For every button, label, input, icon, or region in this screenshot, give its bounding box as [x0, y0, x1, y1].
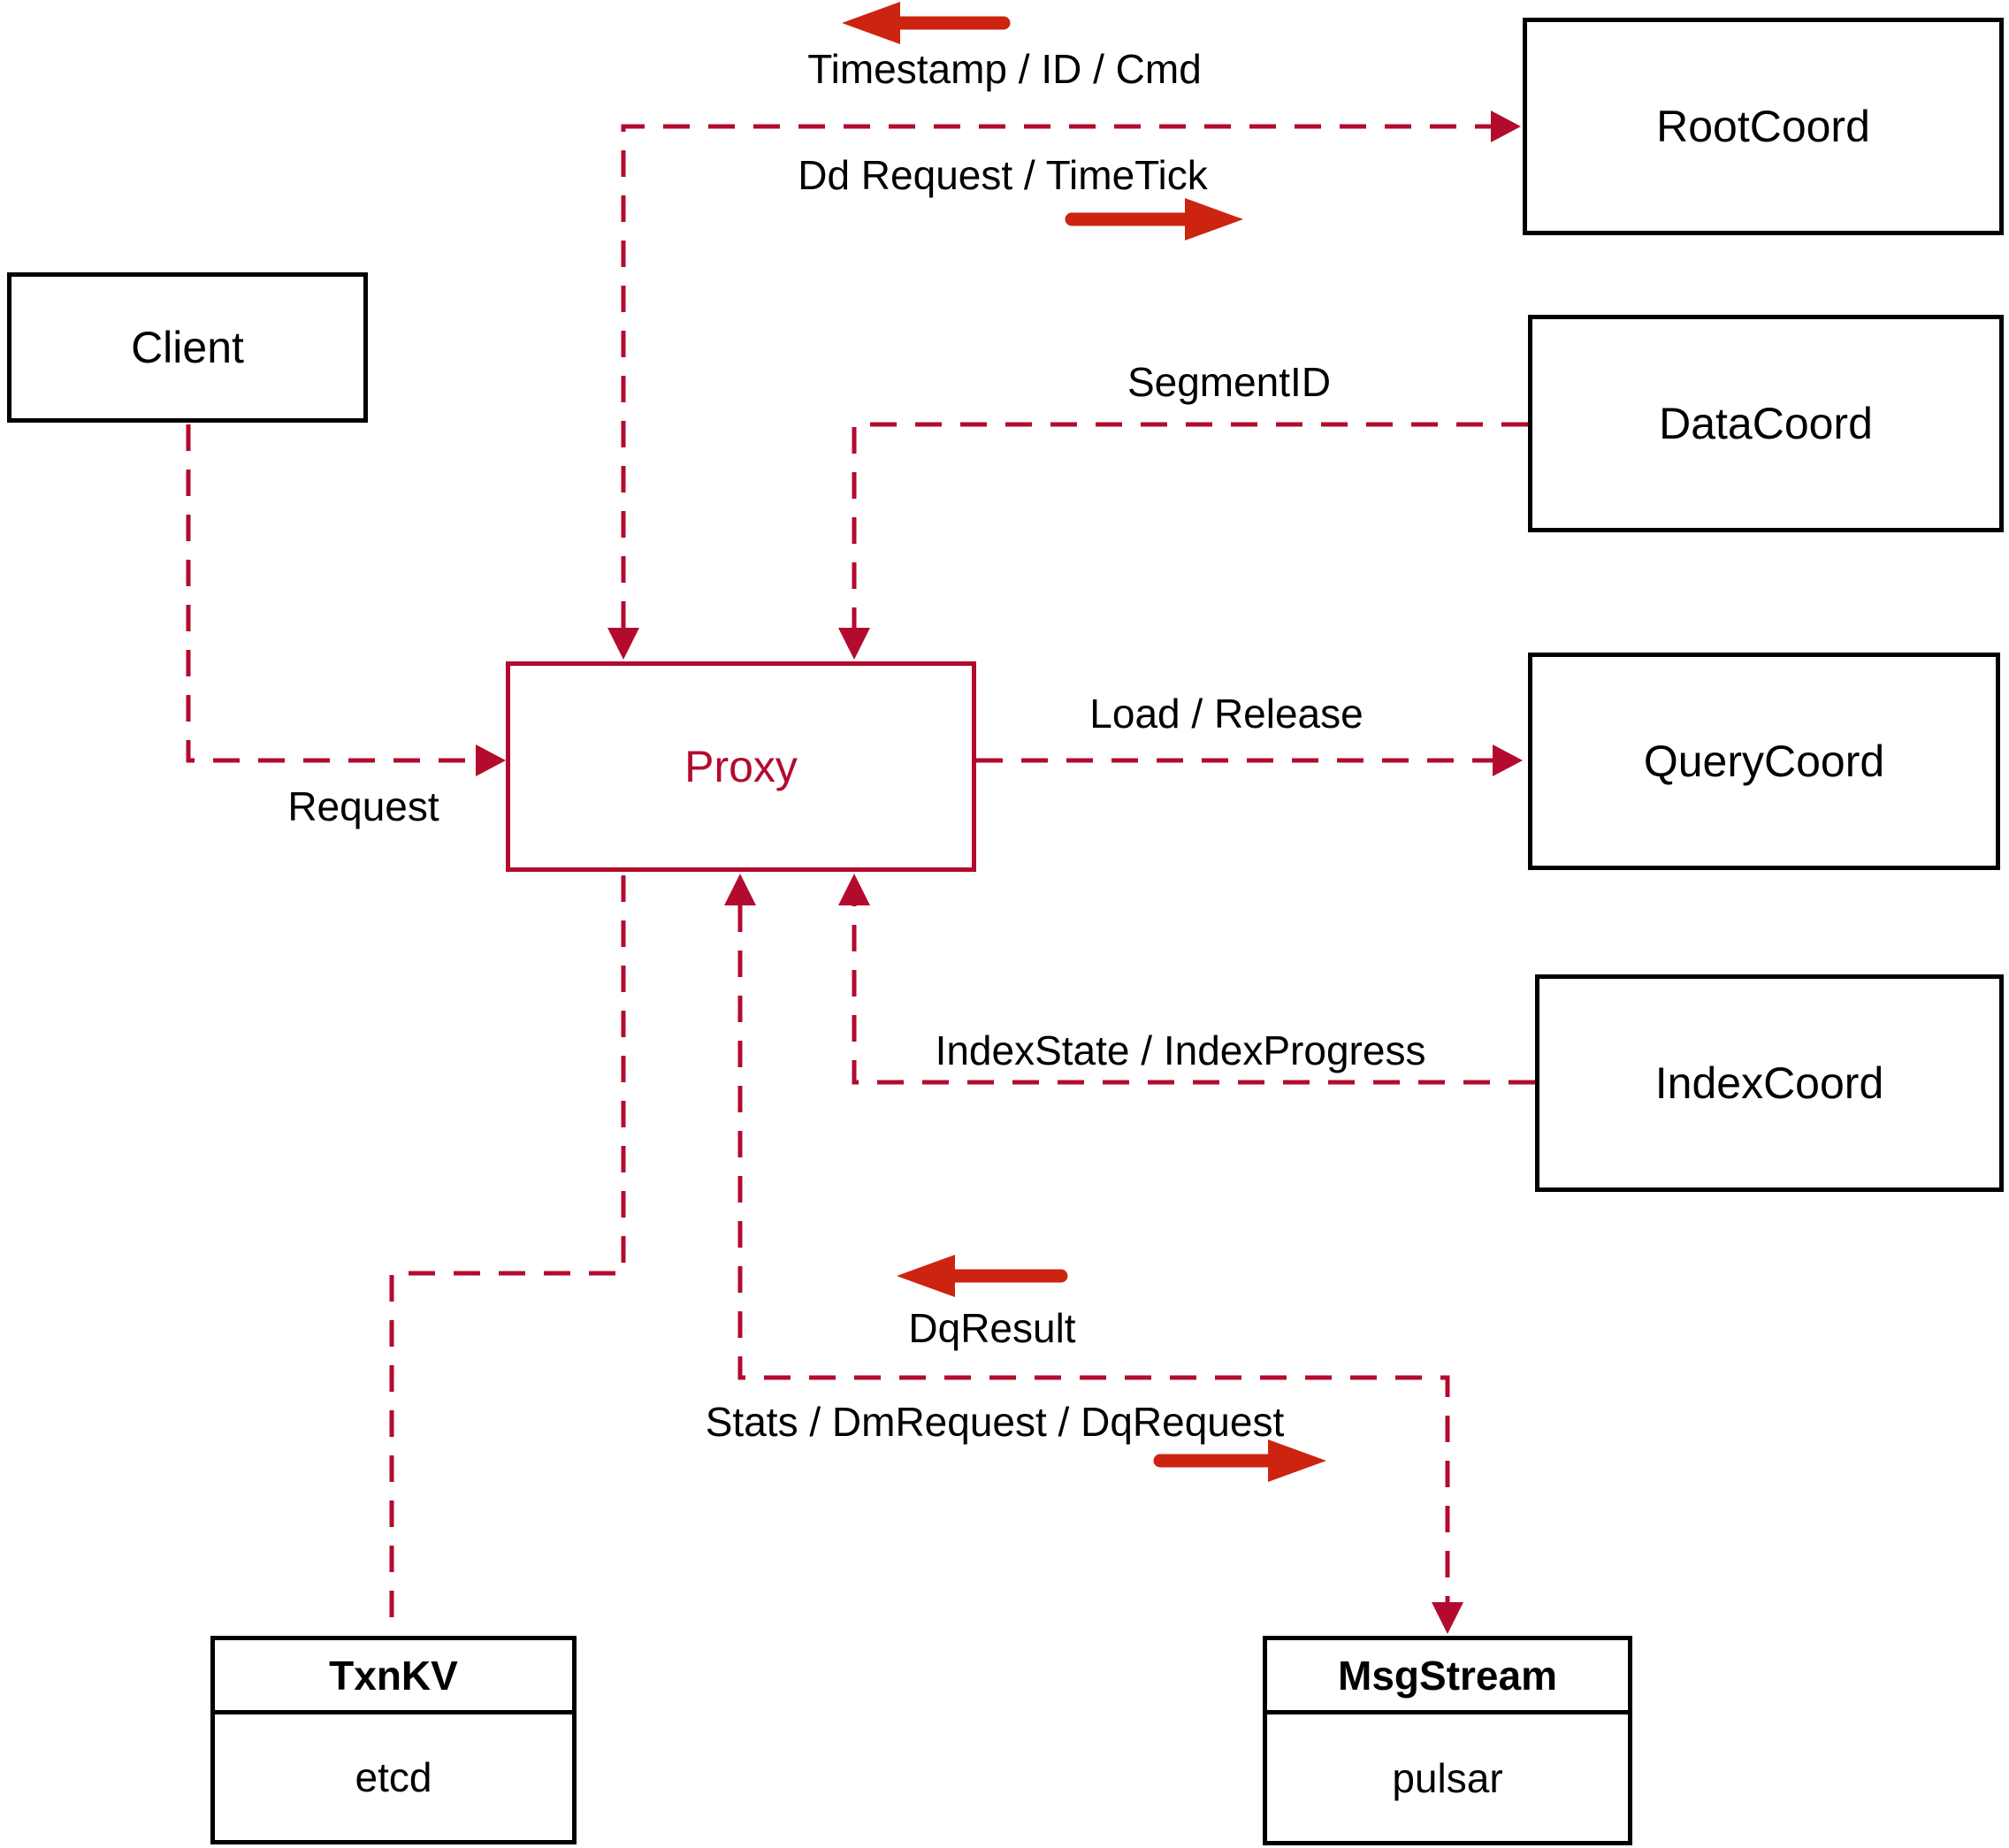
txnkv-title: TxnKV — [215, 1640, 572, 1714]
edge-proxy-rootcoord — [621, 124, 1491, 628]
txnkv-impl: etcd — [355, 1754, 432, 1800]
flow-arrow-right-bottom — [1153, 1439, 1326, 1482]
flow-arrow-right-top — [1065, 198, 1243, 241]
arrowhead-into-querycoord — [1493, 745, 1523, 776]
flow-arrow-left-bottom — [897, 1255, 1068, 1297]
node-proxy: Proxy — [506, 661, 976, 872]
arrowhead-into-proxy-bottom-left — [724, 874, 756, 905]
arrowhead-into-proxy-top-left — [607, 628, 639, 660]
edge-datacoord-proxy — [852, 422, 1528, 628]
arrowhead-into-msgstream — [1432, 1602, 1463, 1634]
node-indexcoord: IndexCoord — [1535, 974, 2004, 1192]
flow-arrow-left-top — [842, 2, 1011, 44]
edge-label-timestamp-id-cmd: Timestamp / ID / Cmd — [807, 46, 1202, 92]
edge-proxy-txnkv — [389, 875, 626, 1634]
msgstream-impl: pulsar — [1392, 1754, 1503, 1801]
edge-client-proxy — [186, 424, 476, 763]
node-rootcoord: RootCoord — [1523, 18, 2004, 235]
querycoord-label: QueryCoord — [1643, 737, 1885, 786]
edge-label-request: Request — [287, 783, 439, 829]
node-datacoord: DataCoord — [1528, 315, 2004, 532]
indexcoord-label: IndexCoord — [1654, 1058, 1884, 1108]
node-client: Client — [7, 272, 368, 423]
edge-label-dqresult: DqResult — [908, 1305, 1076, 1351]
edge-proxy-msgstream — [737, 905, 1450, 1602]
arrowhead-into-rootcoord — [1491, 111, 1521, 142]
edge-label-load-release: Load / Release — [1089, 691, 1364, 737]
node-txnkv: TxnKV etcd — [210, 1636, 577, 1844]
edge-label-stats-dmrequest-dqrequest: Stats / DmRequest / DqRequest — [705, 1399, 1285, 1445]
arrowhead-into-proxy-top-right — [838, 628, 870, 660]
node-querycoord: QueryCoord — [1528, 653, 2000, 870]
edge-label-segmentid: SegmentID — [1127, 359, 1332, 405]
arrowhead-into-proxy-bottom-right — [838, 874, 870, 905]
proxy-label: Proxy — [684, 742, 798, 791]
msgstream-title: MsgStream — [1267, 1640, 1628, 1714]
rootcoord-label: RootCoord — [1656, 102, 1870, 151]
edge-indexcoord-proxy — [852, 905, 1535, 1085]
edge-label-indexstate-indexprogress: IndexState / IndexProgress — [935, 1027, 1426, 1073]
arrowhead-into-proxy-left — [476, 745, 506, 776]
node-msgstream: MsgStream pulsar — [1263, 1636, 1632, 1845]
datacoord-label: DataCoord — [1659, 399, 1873, 448]
edge-label-dd-request-timetick: Dd Request / TimeTick — [798, 152, 1208, 198]
client-label: Client — [131, 323, 244, 372]
